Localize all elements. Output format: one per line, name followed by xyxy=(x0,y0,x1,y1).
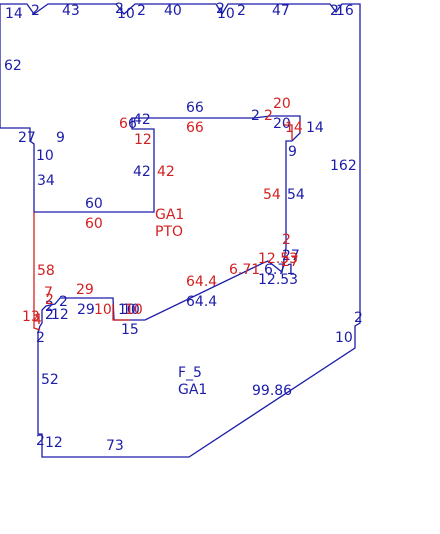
dim-label: 27 xyxy=(281,254,299,270)
dim-label: 2 xyxy=(45,307,54,323)
inner-region-name: GA1 xyxy=(155,207,184,223)
dim-label: 2 xyxy=(59,294,68,310)
dim-label: 27 xyxy=(282,248,300,264)
dim-label: 15 xyxy=(121,322,139,338)
dim-label: 34 xyxy=(37,173,55,189)
dim-label: 10 xyxy=(122,302,140,318)
dim-label: 2 xyxy=(137,3,146,19)
dim-label: 20 xyxy=(273,96,291,112)
dim-label: 62 xyxy=(4,58,22,74)
outer-boundary xyxy=(0,3,361,458)
dim-label: 99.86 xyxy=(252,383,292,399)
outer-region-code: GA1 xyxy=(178,382,207,398)
dim-label: 6.71 xyxy=(264,262,295,278)
dim-label: 42 xyxy=(133,164,151,180)
dim-label: 52 xyxy=(41,372,59,388)
dim-label: 2 xyxy=(31,3,40,19)
dim-label: 2 xyxy=(36,330,45,346)
dim-label: 4 xyxy=(33,312,42,328)
dim-label: 6.71 xyxy=(229,262,260,278)
dim-label: 10 xyxy=(118,302,136,318)
dim-label: 64.4 xyxy=(186,274,217,290)
dim-label: 14 xyxy=(5,6,23,22)
dim-label: 27 xyxy=(18,130,36,146)
dim-label: 60 xyxy=(85,216,103,232)
dim-label: 10 xyxy=(94,302,112,318)
dim-label: 12.53 xyxy=(258,251,298,267)
dim-label: 40 xyxy=(164,3,182,19)
outer-region-name: F_5 xyxy=(178,365,202,381)
dim-label: 2 xyxy=(251,108,260,124)
dim-label: 16 xyxy=(336,3,354,19)
dim-label: 10 xyxy=(125,302,143,318)
dim-label: 12.53 xyxy=(258,272,298,288)
dim-label: 2 xyxy=(282,232,291,248)
dim-label: 162 xyxy=(330,158,357,174)
dim-label: 10 xyxy=(217,6,235,22)
dim-label: 10 xyxy=(117,6,135,22)
inner-room-top-corner xyxy=(284,124,293,140)
dim-label: 9 xyxy=(288,144,297,160)
dim-label: 14 xyxy=(285,120,303,136)
dim-label: 2 xyxy=(216,1,225,17)
dim-label: 12 xyxy=(45,435,63,451)
dim-label: 10 xyxy=(335,330,353,346)
dim-label: 60 xyxy=(85,196,103,212)
dim-label: 43 xyxy=(62,3,80,19)
dim-label: 2 xyxy=(45,299,54,315)
dim-label: 2 xyxy=(45,292,54,308)
dim-label: 64.4 xyxy=(186,294,217,310)
dim-label: 66 xyxy=(186,100,204,116)
dim-label: 13 xyxy=(22,309,40,325)
dim-label: 54 xyxy=(263,187,281,203)
inner-room-boundary xyxy=(33,212,41,331)
dim-label: 2 xyxy=(36,433,45,449)
dim-label: 66 xyxy=(186,120,204,136)
dim-label: 29 xyxy=(77,302,95,318)
dim-label: 54 xyxy=(287,187,305,203)
inner-region-code: PTO xyxy=(155,224,183,240)
dim-label: 10 xyxy=(36,148,54,164)
inner-room-notch xyxy=(112,304,130,321)
dim-label: 6 xyxy=(119,116,128,132)
dim-label: 20 xyxy=(273,116,291,132)
dim-label: 9 xyxy=(56,130,65,146)
dim-label: 2 xyxy=(264,108,273,124)
dim-label: 2 xyxy=(115,1,124,17)
dim-label: 2 xyxy=(354,310,363,326)
dim-label: 14 xyxy=(306,120,324,136)
dim-label: 29 xyxy=(76,282,94,298)
dim-label: 6 xyxy=(128,116,137,132)
dim-label: 12 xyxy=(134,132,152,148)
dim-label: 58 xyxy=(37,263,55,279)
dim-label: 42 xyxy=(157,164,175,180)
dim-label: 12 xyxy=(51,307,69,323)
dim-label: 2 xyxy=(237,3,246,19)
dim-label: 42 xyxy=(133,112,151,128)
dim-label: 7 xyxy=(44,285,53,301)
dim-label: 2 xyxy=(330,3,339,19)
dim-label: 73 xyxy=(106,438,124,454)
dim-label: 47 xyxy=(272,3,290,19)
